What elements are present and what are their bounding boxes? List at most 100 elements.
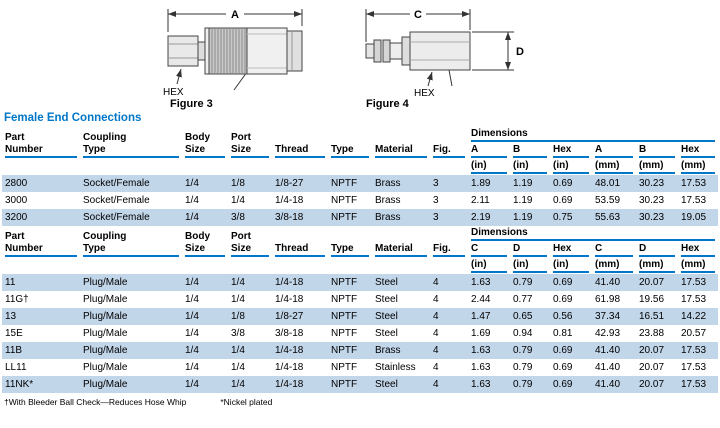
fig4-dim-d-label: D (516, 46, 524, 58)
col-header-type: Type (328, 226, 372, 258)
table-cell: 0.69 (553, 379, 573, 390)
table-cell: 1.19 (513, 212, 533, 223)
unit-mm: (mm) (636, 159, 678, 175)
table-cell: NPTF (331, 345, 358, 356)
dim-header-hex-in: Hex (550, 143, 592, 159)
table-cell: 19.05 (681, 212, 707, 223)
table-cell: 14.22 (681, 311, 707, 322)
table-cell: 41.40 (595, 362, 621, 373)
table-cell: 4 (433, 328, 439, 339)
dimensions-group-header: Dimensions (468, 127, 718, 143)
table-cell: 17.53 (681, 178, 707, 189)
table-cell: 1/8-27 (275, 178, 304, 189)
col-header-label: Thread (275, 243, 325, 257)
header-section-1: Part Number Coupling Type Body Size Port… (2, 127, 718, 175)
table-cell: 11NK* (5, 379, 34, 390)
unit-in: (in) (550, 258, 592, 274)
figures-panel: A HEX (0, 0, 720, 112)
table-cell: 1.63 (471, 379, 491, 390)
table-cell: NPTF (331, 379, 358, 390)
dim-header-c-in: C (468, 242, 510, 258)
units-row: (in) (in) (in) (mm) (mm) (mm) (2, 258, 718, 274)
table-cell: Plug/Male (83, 379, 128, 390)
table-cell: 4 (433, 379, 439, 390)
table-cell: 4 (433, 311, 439, 322)
table-cell: Plug/Male (83, 362, 128, 373)
col-header-label: Body Size (185, 231, 225, 257)
table-cell: 1/4-18 (275, 362, 304, 373)
unit-in: (in) (468, 159, 510, 175)
col-header-label: Port Size (231, 132, 269, 158)
table-cell: 17.53 (681, 362, 707, 373)
table-cell: 1.19 (513, 195, 533, 206)
unit-in: (in) (468, 258, 510, 274)
table-cell: 1/8-27 (275, 311, 304, 322)
table-cell: 48.01 (595, 178, 621, 189)
table-cell: 0.79 (513, 379, 533, 390)
col-header-label: Coupling Type (83, 231, 179, 257)
col-header-port-size: Port Size (228, 226, 272, 258)
table-cell: 30.23 (639, 178, 665, 189)
table-cell: LL11 (5, 362, 27, 373)
table-cell: 1/4 (185, 212, 199, 223)
table-cell: 3/8 (231, 212, 245, 223)
table-cell: 3 (433, 195, 439, 206)
table-cell: NPTF (331, 328, 358, 339)
table-cell: 1/4 (185, 195, 199, 206)
table-cell: 55.63 (595, 212, 621, 223)
table-cell: 4 (433, 277, 439, 288)
fig3-dim-a-label: A (231, 9, 239, 21)
col-header-label: Fig. (433, 144, 465, 158)
table-cell: 0.94 (513, 328, 533, 339)
col-header-material: Material (372, 226, 430, 258)
figure-4-caption: Figure 4 (366, 98, 409, 110)
table-cell: Steel (375, 328, 398, 339)
col-header-coupling-type: Coupling Type (80, 127, 182, 159)
table-cell: 1/4 (231, 362, 245, 373)
figure-3-caption: Figure 3 (170, 98, 213, 110)
table-cell: 1/4 (231, 195, 245, 206)
table-cell: 30.23 (639, 212, 665, 223)
table-cell: 0.75 (553, 212, 573, 223)
fig3-hex-label: HEX (163, 87, 184, 98)
table-cell: 11B (5, 345, 23, 356)
table-cell: 19.56 (639, 294, 665, 305)
table-cell: 0.79 (513, 345, 533, 356)
table-cell: 41.40 (595, 345, 621, 356)
col-header-label: Type (331, 243, 369, 257)
table-cell: 1/4-18 (275, 294, 304, 305)
table-cell: 1.89 (471, 178, 491, 189)
table-cell: 1/4 (185, 362, 199, 373)
table-cell: 11 (5, 277, 16, 288)
table-cell: 0.81 (553, 328, 573, 339)
table-cell: 41.40 (595, 379, 621, 390)
table-cell: Brass (375, 195, 401, 206)
unit-in: (in) (510, 258, 550, 274)
table-cell: 17.53 (681, 195, 707, 206)
table-cell: 20.07 (639, 345, 665, 356)
table-cell: 1/4 (185, 277, 199, 288)
dim-header-b-in: B (510, 143, 550, 159)
table-cell: 2800 (5, 178, 28, 189)
table-cell: Steel (375, 294, 398, 305)
unit-mm: (mm) (636, 258, 678, 274)
table-cell: Brass (375, 345, 401, 356)
table-cell: Socket/Female (83, 178, 150, 189)
col-header-body-size: Body Size (182, 226, 228, 258)
table-cell: Socket/Female (83, 195, 150, 206)
table-cell: 4 (433, 345, 439, 356)
table-cell: Brass (375, 178, 401, 189)
table-cell: 1.19 (513, 178, 533, 189)
table-cell: 0.79 (513, 362, 533, 373)
col-header-fig: Fig. (430, 127, 468, 159)
table-cell: 1.47 (471, 311, 491, 322)
dim-header-a-in: A (468, 143, 510, 159)
